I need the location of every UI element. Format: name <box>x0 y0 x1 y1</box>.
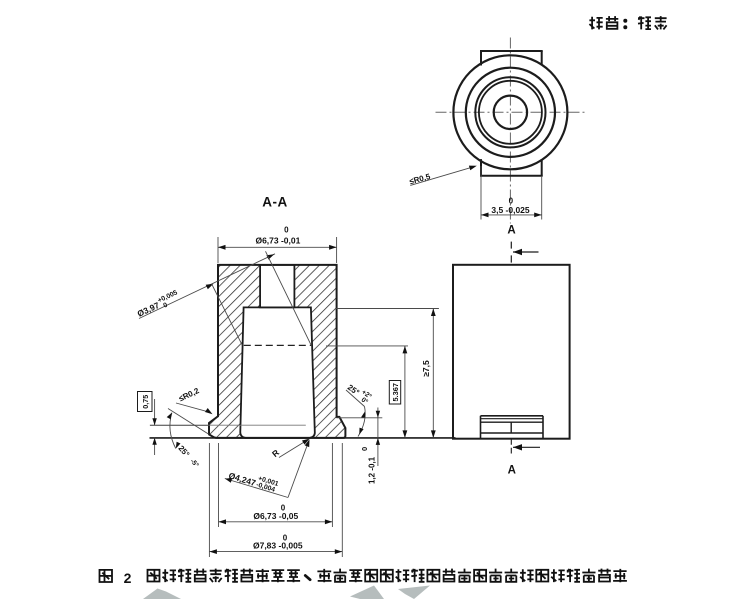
svg-text:A: A <box>508 465 516 477</box>
svg-text:1,2 -0,1: 1,2 -0,1 <box>368 456 377 484</box>
svg-text:2: 2 <box>124 570 132 586</box>
svg-text:Ø6,73 -0,01: Ø6,73 -0,01 <box>255 236 300 246</box>
svg-text:0,75: 0,75 <box>141 395 150 409</box>
svg-text:R: R <box>270 447 281 459</box>
svg-text:0: 0 <box>162 302 169 310</box>
svg-text:3,5 -0,025: 3,5 -0,025 <box>491 205 530 215</box>
svg-text:0°: 0° <box>360 396 370 406</box>
svg-text:5.367: 5.367 <box>391 383 400 402</box>
svg-text:0: 0 <box>284 226 289 235</box>
svg-text:0: 0 <box>281 504 286 513</box>
svg-text:0: 0 <box>283 534 288 543</box>
svg-text:A: A <box>507 225 515 237</box>
svg-text:0: 0 <box>360 447 369 451</box>
svg-text:Ø7,83 -0,005: Ø7,83 -0,005 <box>253 541 303 551</box>
svg-text:Ø6,73 -0,05: Ø6,73 -0,05 <box>253 511 298 521</box>
svg-text:A-A: A-A <box>262 195 288 210</box>
svg-text:≥7,5: ≥7,5 <box>421 360 431 377</box>
svg-text:0: 0 <box>509 196 514 205</box>
svg-text:-5°: -5° <box>189 457 201 469</box>
